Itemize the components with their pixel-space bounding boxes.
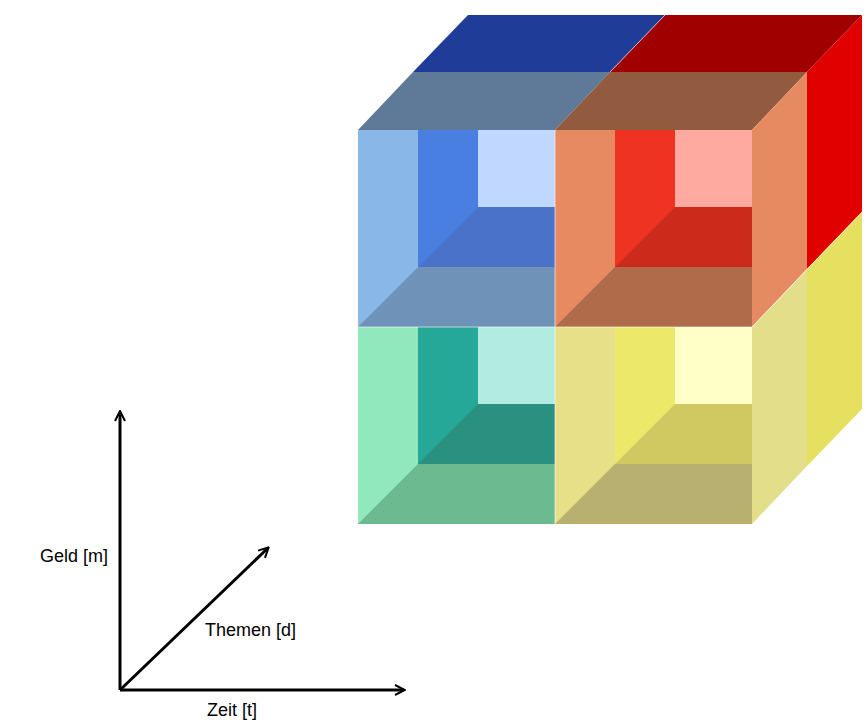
time-axis <box>120 689 404 692</box>
cube-right-face <box>752 15 862 524</box>
axis-label: Themen [d] <box>205 620 296 642</box>
blue-cube <box>358 130 555 327</box>
yellow-cube <box>555 327 752 524</box>
axis-label: Geld [m] <box>40 546 108 568</box>
axis-label: Zeit [t] <box>207 700 257 722</box>
topic-axis <box>120 548 268 690</box>
green-cube <box>358 327 555 524</box>
axes <box>120 412 404 690</box>
red-cube <box>555 130 752 327</box>
money-axis <box>119 412 122 690</box>
cube-seams <box>358 15 862 524</box>
